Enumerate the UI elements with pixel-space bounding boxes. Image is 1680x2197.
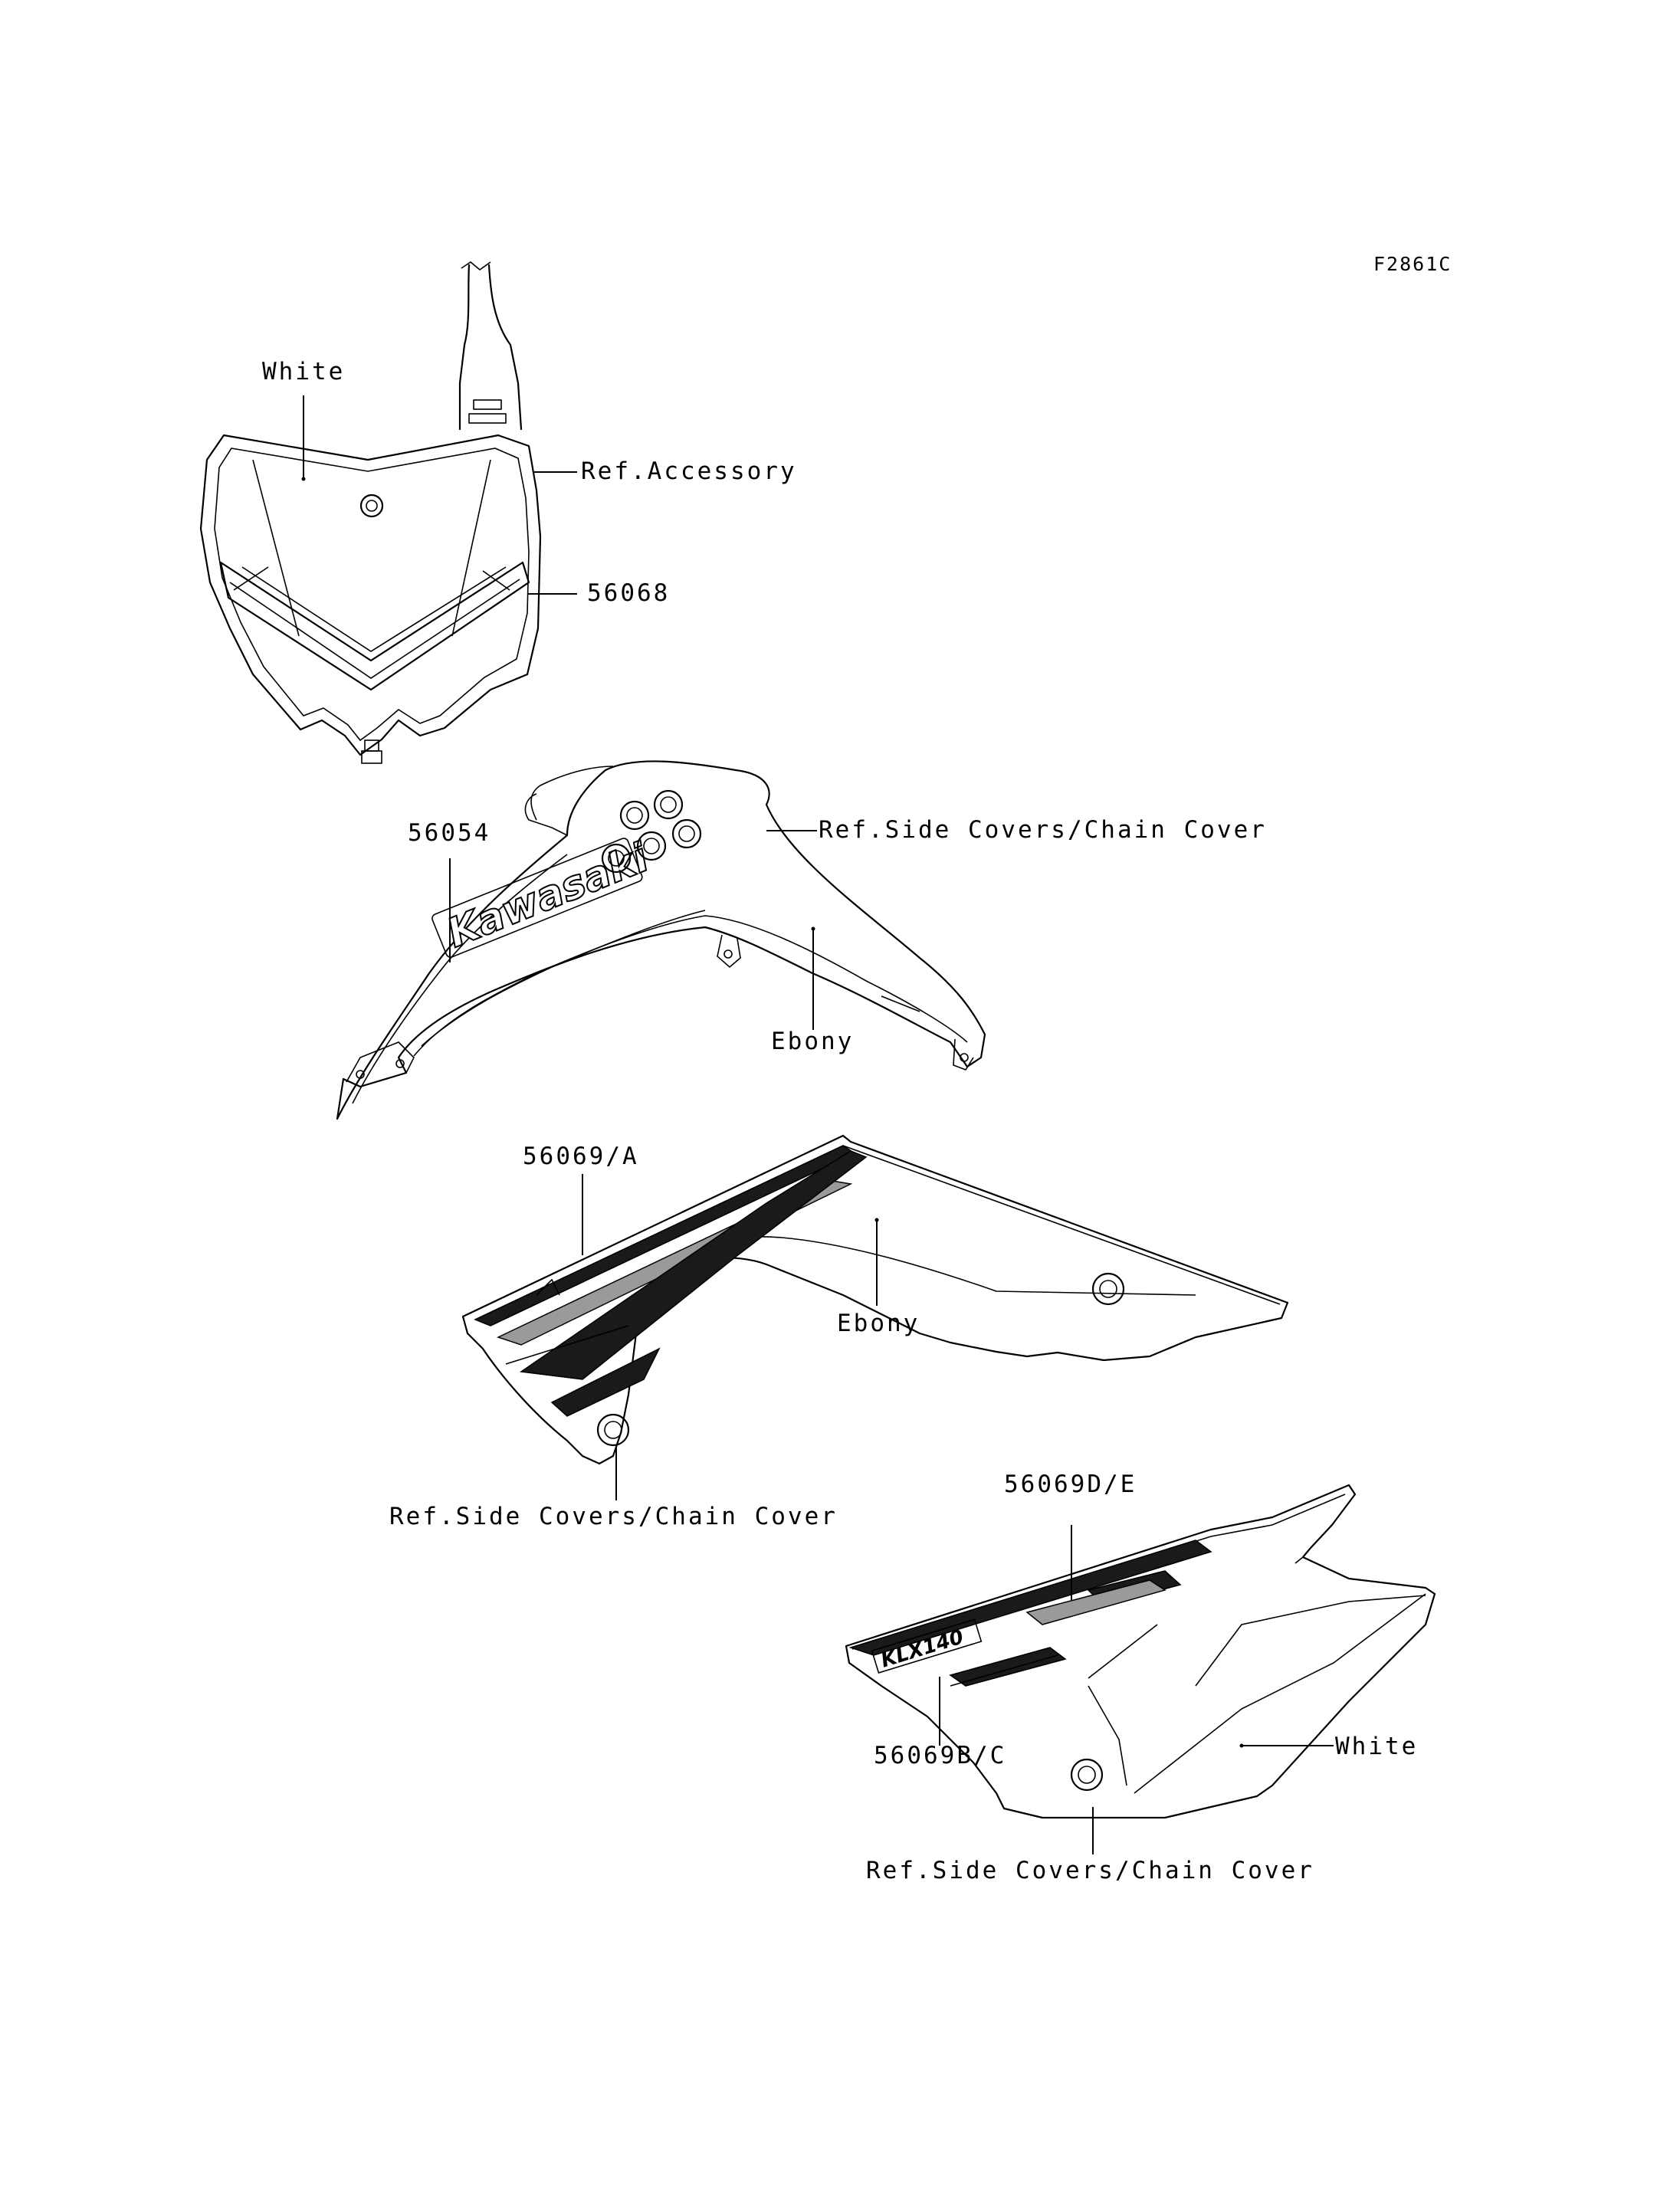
label-shroud-color: Ebony <box>771 1028 855 1055</box>
radiator-shroud: Kawasaki <box>336 760 986 1120</box>
label-part-56054: 56054 <box>408 819 491 847</box>
label-part-56069bc: 56069B/C <box>874 1742 1007 1769</box>
front-number-plate <box>199 261 577 764</box>
label-part-56068: 56068 <box>587 579 671 607</box>
label-part-56069de: 56069D/E <box>1004 1471 1137 1498</box>
label-ref-side-covers-2: Ref.Side Covers/Chain Cover <box>389 1503 838 1530</box>
label-part-56069a: 56069/A <box>523 1143 639 1170</box>
label-number-plate-color: White <box>262 358 346 385</box>
label-side-cover-color: White <box>1335 1733 1419 1760</box>
side-cover: KLX140 <box>845 1484 1436 1854</box>
label-ref-side-covers-3: Ref.Side Covers/Chain Cover <box>866 1857 1314 1884</box>
label-cover-color: Ebony <box>837 1310 920 1337</box>
radiator-cover <box>461 1134 1289 1500</box>
label-ref-accessory: Ref.Accessory <box>581 457 797 485</box>
figure-code: F2861C <box>1373 253 1452 275</box>
label-ref-side-covers-1: Ref.Side Covers/Chain Cover <box>819 816 1267 844</box>
